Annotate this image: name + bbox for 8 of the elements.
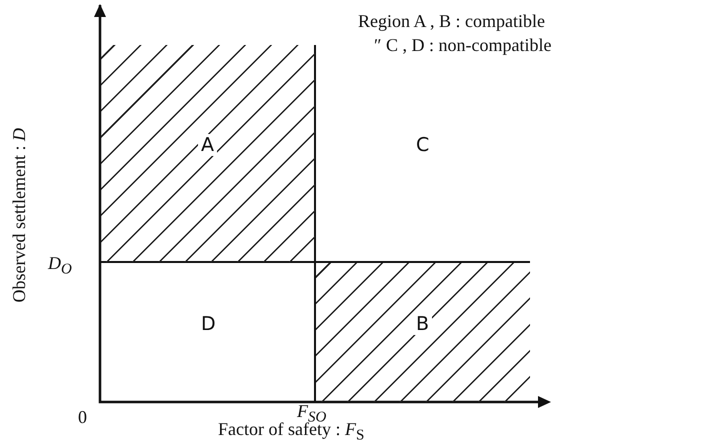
legend-note: Region A , B : compatible — [358, 10, 545, 32]
tick-label: 0 — [78, 406, 87, 428]
region-letter: A — [198, 134, 217, 156]
hatched-region — [316, 263, 530, 402]
legend-note: ″ C , D : non-compatible — [374, 34, 552, 56]
tick-label: D$_{O}$ — [48, 252, 72, 280]
y-axis-title: Observed settlement : D — [8, 128, 30, 302]
hatched-region — [101, 45, 315, 262]
